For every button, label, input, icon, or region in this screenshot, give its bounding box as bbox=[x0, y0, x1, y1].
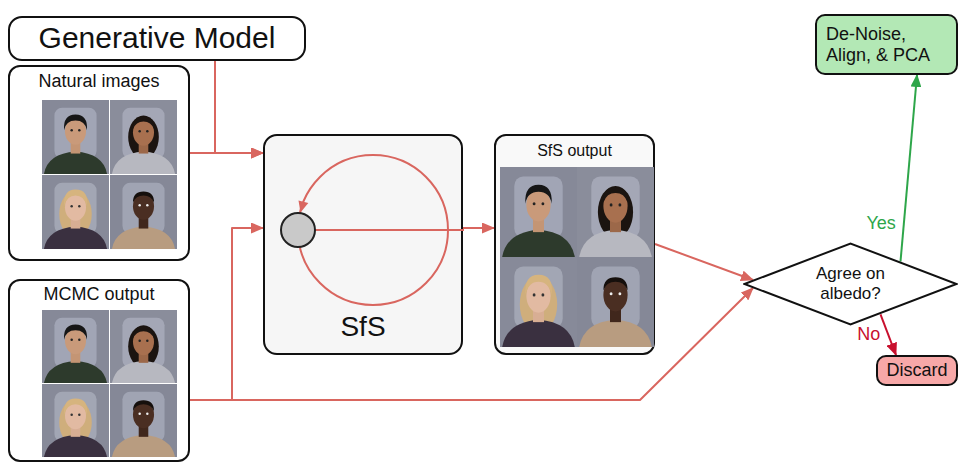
node-label: Natural images bbox=[38, 71, 159, 92]
image-panel: Natural images bbox=[8, 65, 190, 261]
node-label: SfS output bbox=[537, 142, 612, 160]
face-photos bbox=[10, 281, 192, 464]
node-label: De-Noise, Align, & PCA bbox=[826, 24, 944, 65]
face-photos bbox=[496, 136, 657, 357]
flow-arrow bbox=[463, 227, 494, 229]
action-box: De-Noise, Align, & PCA bbox=[815, 14, 958, 75]
flow-arrow bbox=[901, 75, 918, 262]
flow-arrow bbox=[215, 61, 263, 153]
node-label: Generative Model bbox=[39, 21, 276, 56]
node-label: Discard bbox=[886, 360, 947, 381]
face-photos bbox=[10, 67, 192, 263]
image-panel: SfS output bbox=[494, 134, 655, 355]
edge-label: No bbox=[855, 325, 882, 345]
flow-arrow bbox=[190, 228, 263, 400]
image-panel: MCMC output bbox=[8, 279, 190, 462]
node-label: MCMC output bbox=[43, 284, 154, 305]
edge-label: Yes bbox=[864, 214, 897, 234]
flow-arrow bbox=[190, 152, 263, 154]
node-label: Agree on albedo? bbox=[801, 264, 901, 303]
model-box: Generative Model bbox=[8, 16, 306, 61]
process-box: SfS bbox=[263, 134, 463, 355]
flow-arrow bbox=[655, 244, 753, 280]
flow-arrow bbox=[881, 314, 897, 355]
action-box: Discard bbox=[876, 355, 958, 386]
node-label: SfS bbox=[340, 311, 385, 343]
decision-diamond: Agree on albedo? bbox=[743, 242, 958, 326]
